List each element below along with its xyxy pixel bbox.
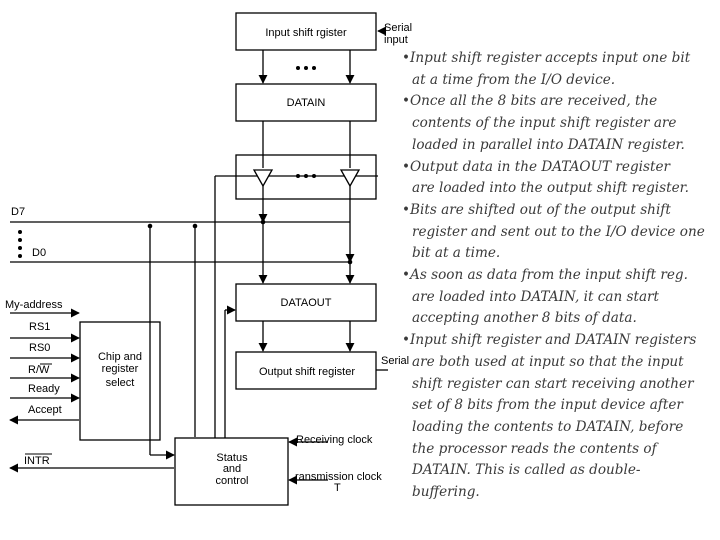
status-control-label-1: Status	[216, 452, 248, 464]
datain-label: DATAIN	[287, 97, 326, 109]
transmission-clock-label-1: ransmission clock	[295, 471, 382, 483]
chip-select-label-3: select	[106, 377, 135, 389]
serial-input-label-2: input	[384, 34, 408, 46]
note-line: •Input shift register and DATAIN registe…	[402, 332, 697, 349]
note-line: are loaded into the output shift registe…	[412, 180, 689, 197]
note-line: at a time from the I/O device.	[412, 71, 616, 88]
status-control-label-3: control	[215, 475, 248, 487]
note-line: the processor reads the contents of	[412, 440, 657, 457]
note-line: accepting another 8 bits of data.	[412, 310, 637, 327]
ellipsis-dots-bus	[18, 230, 22, 258]
status-control-label-2: and	[223, 463, 241, 475]
ready-label: Ready	[28, 383, 60, 395]
note-line: loading the contents to DATAIN, before	[412, 418, 684, 435]
my-address-label: My-address	[5, 299, 63, 311]
note-item: •Bits are shifted out of the output shif…	[402, 200, 720, 265]
chip-select-label-1: Chip and	[98, 351, 142, 363]
note-line: DATAIN. This is called as double-	[412, 462, 641, 479]
accept-label: Accept	[28, 404, 62, 416]
chip-select-block	[79, 321, 161, 441]
tristate-buffer-left	[252, 169, 274, 188]
ellipsis-dots-buffers	[296, 174, 316, 178]
note-line: buffering.	[412, 484, 480, 501]
rs0-label: RS0	[29, 342, 50, 354]
dataout-label: DATAOUT	[281, 297, 332, 309]
junction-dots	[147, 219, 353, 265]
note-line: •Once all the 8 bits are received, the	[402, 93, 658, 110]
dataout-block	[235, 283, 377, 322]
datain-block	[235, 83, 377, 122]
intr-label: INTR	[24, 455, 50, 467]
receiving-clock-label: Receiving clock	[296, 434, 373, 446]
note-line: bit at a time.	[412, 245, 501, 262]
tristate-buffer-right	[339, 169, 361, 188]
note-item: •As soon as data from the input shift re…	[402, 265, 720, 330]
note-line: •Input shift register accepts input one …	[402, 50, 691, 66]
note-line: are both used at input so that the input	[412, 353, 684, 370]
note-line: contents of the input shift register are	[412, 115, 677, 132]
note-item: •Output data in the DATAOUT register are…	[402, 157, 720, 200]
rw-label: R/W	[28, 364, 50, 376]
d7-label: D7	[11, 206, 25, 218]
note-line: •Bits are shifted out of the output shif…	[402, 201, 671, 218]
ellipsis-dots-top	[296, 66, 316, 70]
tristate-buffer-box	[235, 154, 377, 200]
input-shift-register-label: Input shift rgister	[265, 27, 347, 39]
chip-select-label-2: register	[102, 363, 139, 375]
note-item: •Input shift register and DATAIN registe…	[402, 330, 720, 504]
output-shift-register-label: Output shift register	[259, 366, 355, 378]
note-line: set of 8 bits from the input device afte…	[412, 397, 683, 414]
note-item: •Input shift register accepts input one …	[402, 48, 720, 91]
rs1-label: RS1	[29, 321, 50, 333]
note-line: register and sent out to the I/O device …	[412, 223, 705, 240]
note-line: shift register can start receiving anoth…	[412, 375, 694, 392]
status-control-block	[174, 437, 289, 506]
note-line: •As soon as data from the input shift re…	[402, 267, 688, 284]
transmission-clock-label-2: T	[334, 482, 341, 494]
note-item: •Once all the 8 bits are received, the c…	[402, 91, 720, 156]
note-line: •Output data in the DATAOUT register	[402, 158, 670, 175]
note-line: loaded in parallel into DATAIN register.	[412, 136, 685, 153]
serial-output-label: Serial	[381, 355, 409, 367]
input-shift-register-block	[235, 12, 377, 51]
explanation-notes: •Input shift register accepts input one …	[402, 48, 720, 504]
serial-input-label-1: Serial	[384, 22, 412, 34]
note-line: are loaded into DATAIN, it can start	[412, 288, 660, 305]
d0-label: D0	[32, 247, 46, 259]
